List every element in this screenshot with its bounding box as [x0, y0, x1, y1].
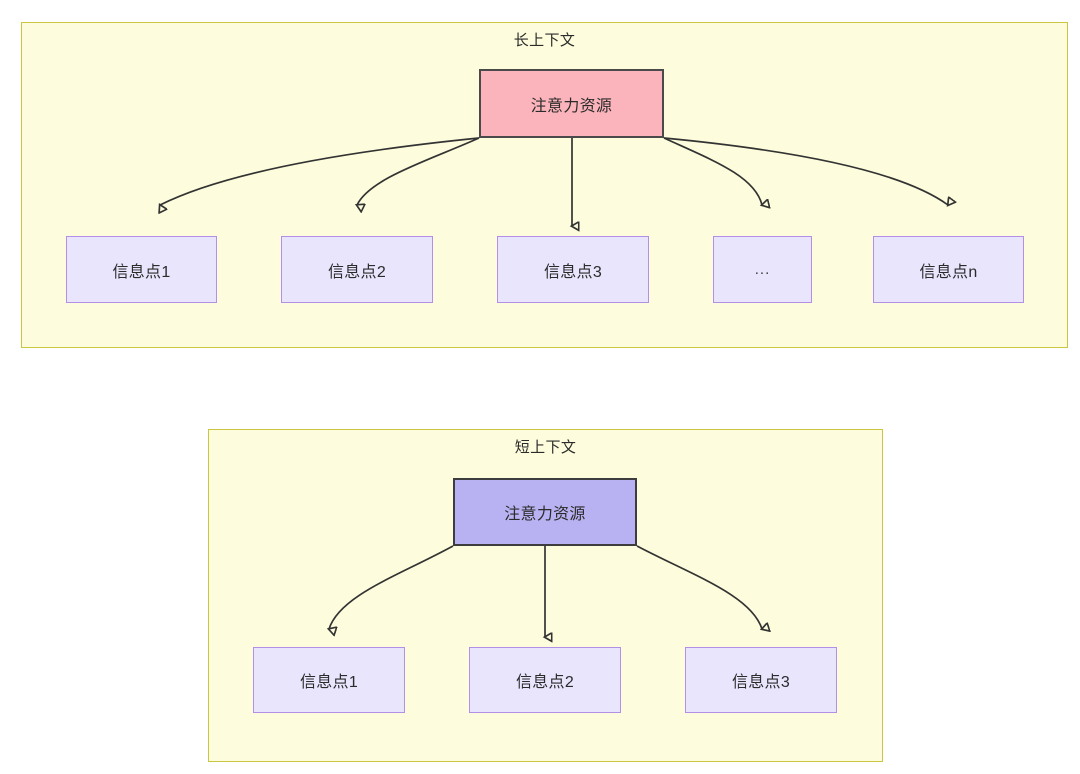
- node-info-point-n-long[interactable]: 信息点n: [873, 236, 1024, 303]
- node-info-point-2-long[interactable]: 信息点2: [281, 236, 433, 303]
- node-info-point-2-short[interactable]: 信息点2: [469, 647, 621, 713]
- node-info-point-3-long[interactable]: 信息点3: [497, 236, 649, 303]
- node-attention-resource-long[interactable]: 注意力资源: [479, 69, 664, 138]
- node-attention-resource-short[interactable]: 注意力资源: [453, 478, 637, 546]
- group-title-short-context: 短上下文: [514, 439, 577, 456]
- node-info-point-3-short[interactable]: 信息点3: [685, 647, 837, 713]
- node-info-point-1-short[interactable]: 信息点1: [253, 647, 405, 713]
- group-title-long-context: 长上下文: [513, 32, 576, 49]
- node-info-point-ellipsis-long[interactable]: ...: [713, 236, 812, 303]
- node-info-point-1-long[interactable]: 信息点1: [66, 236, 217, 303]
